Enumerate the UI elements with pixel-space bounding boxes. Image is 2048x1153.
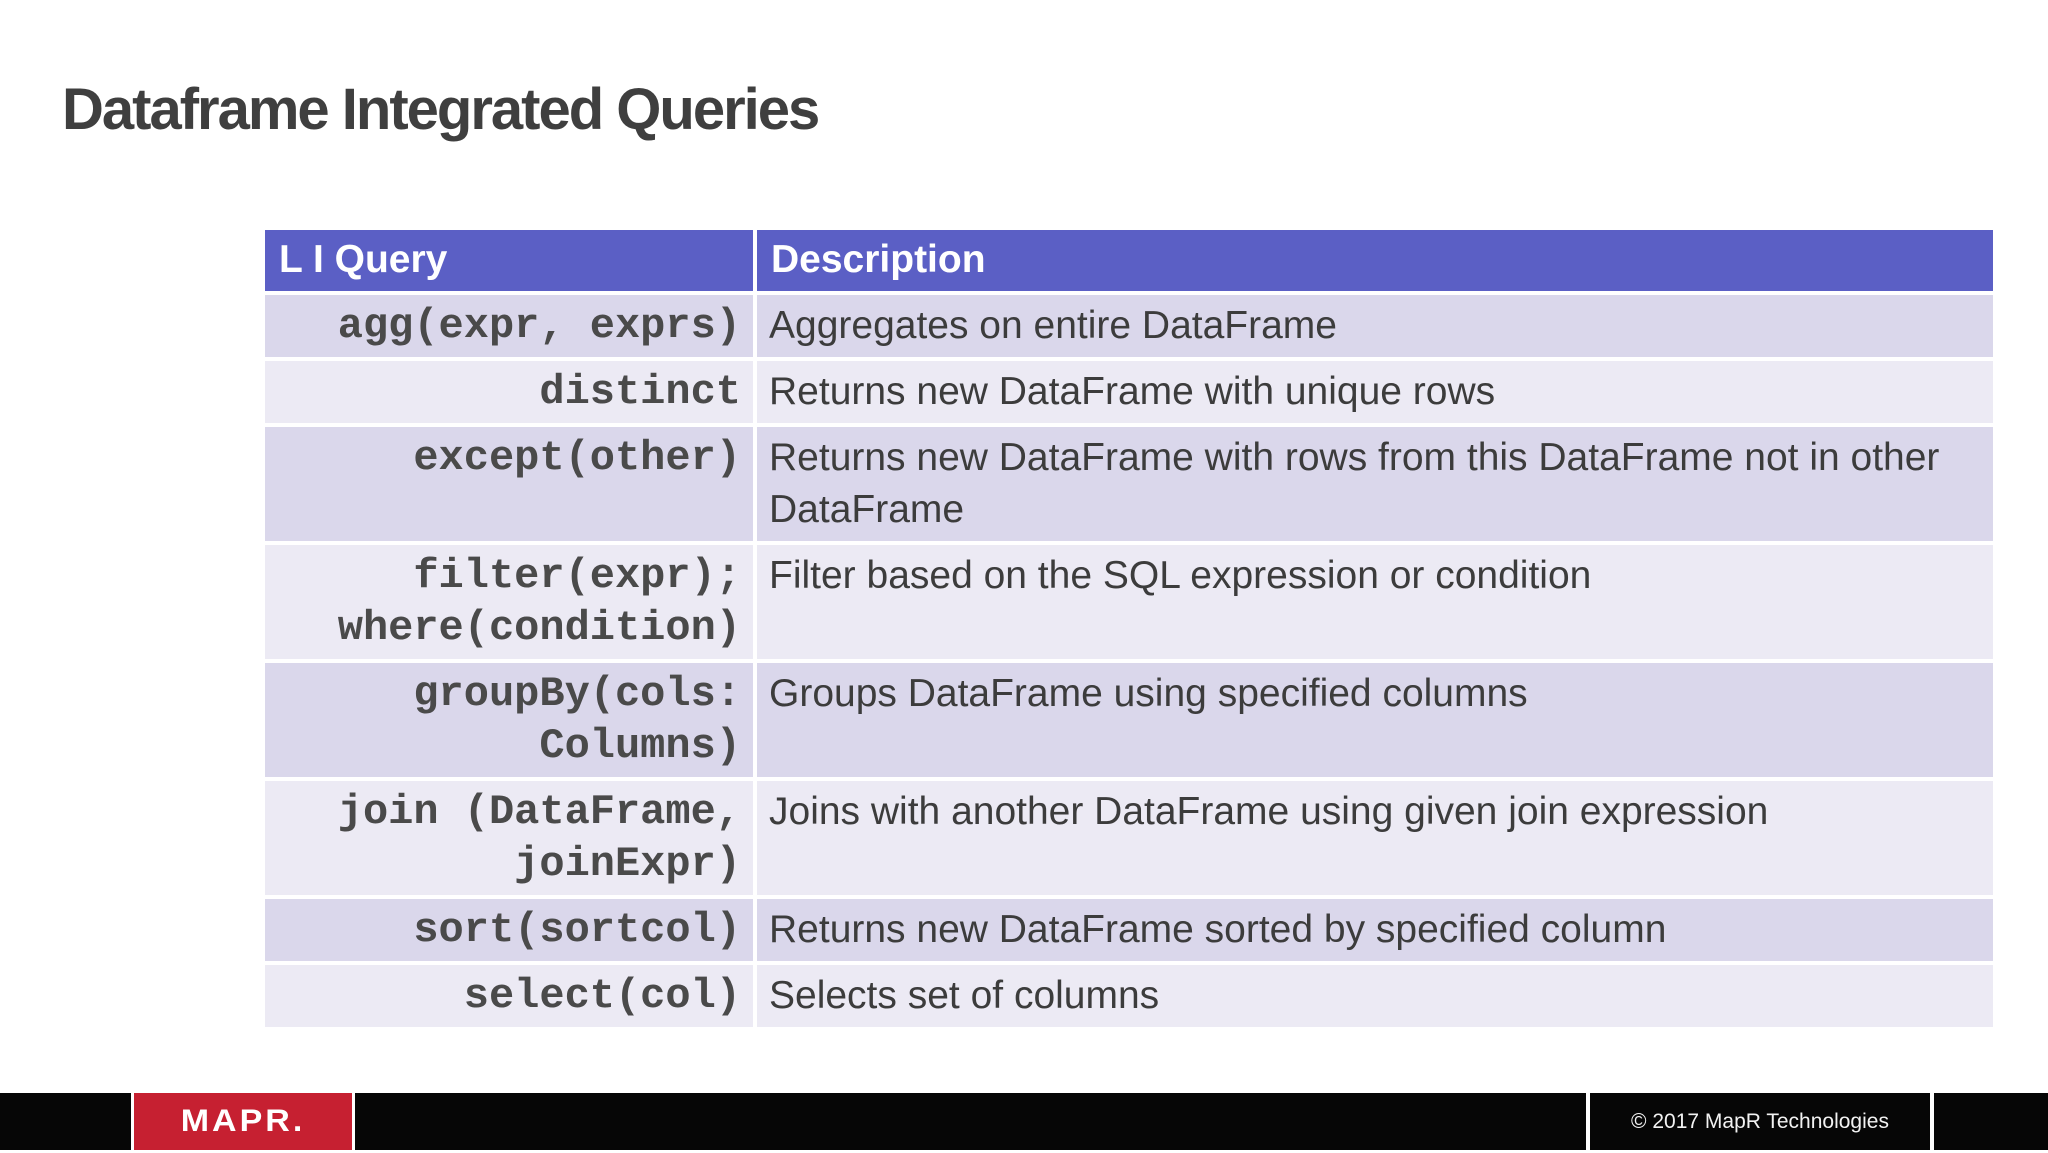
footer-copyright-segment: © 2017 MapR Technologies bbox=[1590, 1093, 1930, 1150]
mapr-logo: MAPR. bbox=[134, 1093, 352, 1150]
table-row: sort(sortcol) Returns new DataFrame sort… bbox=[263, 897, 1995, 963]
query-cell: sort(sortcol) bbox=[263, 897, 755, 963]
query-cell: filter(expr); where(condition) bbox=[263, 543, 755, 661]
query-cell: agg(expr, exprs) bbox=[263, 293, 755, 359]
footer-bar: MAPR. © 2017 MapR Technologies bbox=[0, 1093, 2048, 1150]
description-cell: Selects set of columns bbox=[755, 963, 1995, 1029]
table-row: join (DataFrame, joinExpr) Joins with an… bbox=[263, 779, 1995, 897]
query-cell: distinct bbox=[263, 359, 755, 425]
table-row: filter(expr); where(condition) Filter ba… bbox=[263, 543, 1995, 661]
footer-segment-middle bbox=[355, 1093, 1586, 1150]
footer-segment-right bbox=[1934, 1093, 2048, 1150]
description-cell: Returns new DataFrame with rows from thi… bbox=[755, 425, 1995, 543]
table-row: select(col) Selects set of columns bbox=[263, 963, 1995, 1029]
query-cell: select(col) bbox=[263, 963, 755, 1029]
table-header-row: L I Query Description bbox=[263, 228, 1995, 293]
description-cell: Filter based on the SQL expression or co… bbox=[755, 543, 1995, 661]
footer-segment-left bbox=[0, 1093, 131, 1150]
query-cell: join (DataFrame, joinExpr) bbox=[263, 779, 755, 897]
description-cell: Aggregates on entire DataFrame bbox=[755, 293, 1995, 359]
description-cell: Returns new DataFrame sorted by specifie… bbox=[755, 897, 1995, 963]
table-row: distinct Returns new DataFrame with uniq… bbox=[263, 359, 1995, 425]
queries-table: L I Query Description agg(expr, exprs) A… bbox=[263, 228, 1995, 1029]
query-cell: groupBy(cols: Columns) bbox=[263, 661, 755, 779]
table-row: groupBy(cols: Columns) Groups DataFrame … bbox=[263, 661, 1995, 779]
query-cell: except(other) bbox=[263, 425, 755, 543]
page-title: Dataframe Integrated Queries bbox=[62, 77, 820, 142]
mapr-logo-text: MAPR. bbox=[180, 1103, 306, 1139]
description-cell: Groups DataFrame using specified columns bbox=[755, 661, 1995, 779]
table-row: agg(expr, exprs) Aggregates on entire Da… bbox=[263, 293, 1995, 359]
column-header-query: L I Query bbox=[263, 228, 755, 293]
description-cell: Returns new DataFrame with unique rows bbox=[755, 359, 1995, 425]
column-header-description: Description bbox=[755, 228, 1995, 293]
copyright-text: © 2017 MapR Technologies bbox=[1631, 1109, 1889, 1133]
table-row: except(other) Returns new DataFrame with… bbox=[263, 425, 1995, 543]
description-cell: Joins with another DataFrame using given… bbox=[755, 779, 1995, 897]
